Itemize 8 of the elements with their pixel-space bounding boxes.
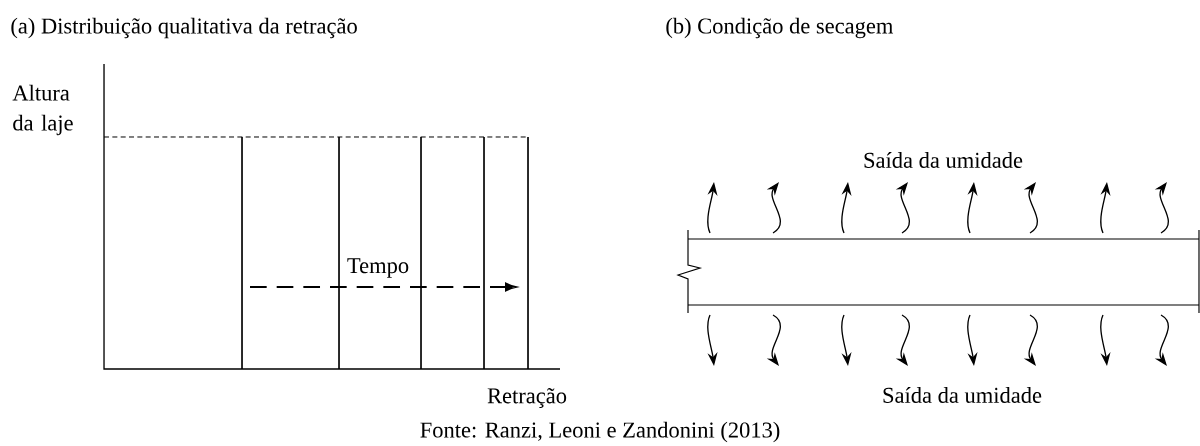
moisture-label: Saída da umidade bbox=[883, 387, 1042, 403]
caption: Fonte: Ranzi, Leoni e Zandonini (2013) bbox=[420, 421, 780, 443]
panel-heading: (b) Condição de secagem bbox=[666, 17, 894, 39]
panel-heading: (a) Distribuição qualitativa da retração bbox=[11, 17, 357, 39]
axis-label: Retração bbox=[487, 388, 567, 408]
moisture-label: Saída da umidade bbox=[864, 152, 1023, 168]
arrow-label: Tempo bbox=[347, 258, 409, 278]
axis-label: Altura da laje bbox=[12, 84, 73, 136]
